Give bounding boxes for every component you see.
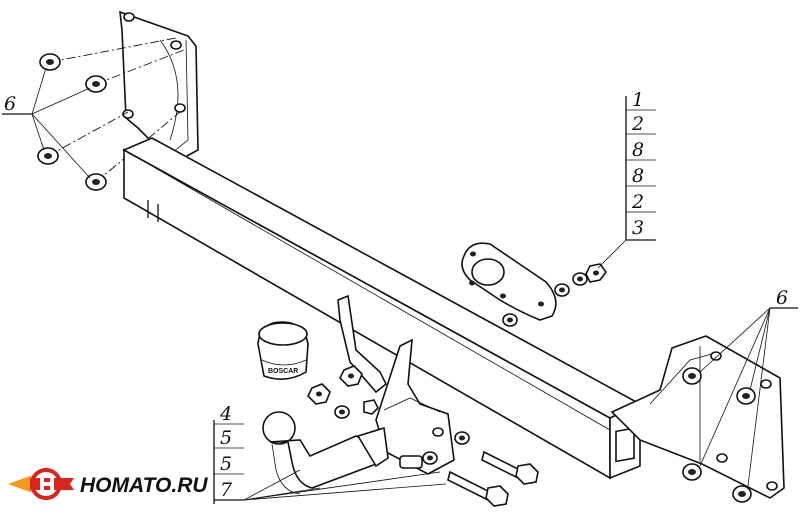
callout-6-right: 6 — [699, 287, 798, 487]
tow-ball-cover: BOSCAR — [257, 321, 309, 380]
svg-text:8: 8 — [632, 139, 644, 161]
callout-stack-bottom-left: 4 5 5 7 — [213, 403, 447, 504]
washer-right-1 — [682, 367, 702, 385]
hitch-bracket — [337, 294, 455, 475]
logo-emblem-icon — [8, 468, 74, 500]
svg-text:3: 3 — [632, 217, 644, 239]
left-washers — [37, 53, 107, 191]
bolt-2 — [447, 470, 509, 507]
callout-item-1: 1 — [626, 89, 656, 111]
right-mounting-bracket — [610, 335, 785, 499]
callout-label: 6 — [776, 287, 788, 309]
svg-text:5: 5 — [220, 427, 232, 449]
bolts — [447, 450, 539, 507]
bolt-1 — [481, 450, 539, 485]
callout-item-3: 8 — [626, 139, 656, 161]
main-cross-tube — [122, 137, 642, 480]
nut-hitch-1 — [307, 383, 331, 405]
nut-hitch-3 — [363, 399, 379, 415]
logo-text: HOMATO.RU — [80, 474, 208, 497]
svg-text:8: 8 — [632, 165, 644, 187]
callout-item-2: 2 — [626, 113, 656, 135]
svg-text:2: 2 — [631, 113, 644, 135]
tow-ball-arm — [262, 411, 389, 495]
callout-item-6: 3 — [626, 217, 656, 241]
callout-item-5b: 5 — [214, 453, 244, 475]
washer-right-2 — [736, 387, 756, 405]
svg-text:5: 5 — [220, 453, 232, 475]
callout-item-4: 4 — [214, 403, 244, 425]
plate-hardware — [502, 263, 607, 327]
homato-logo: HOMATO.RU — [8, 468, 208, 500]
washer-left-1 — [39, 53, 61, 71]
washer-left-3 — [37, 147, 59, 165]
washer-plate — [502, 313, 518, 327]
cover-label: BOSCAR — [268, 368, 298, 375]
callout-6-left: 6 — [2, 67, 91, 179]
right-washers — [682, 367, 756, 503]
nut-1 — [585, 263, 607, 283]
hitch-hardware — [307, 365, 470, 465]
washer-1 — [554, 283, 570, 297]
svg-text:7: 7 — [220, 479, 233, 501]
washer-hitch-1 — [334, 405, 350, 419]
callout-item-4: 8 — [626, 165, 656, 187]
callout-item-5: 2 — [626, 191, 656, 213]
washer-left-2 — [85, 75, 107, 93]
svg-text:2: 2 — [631, 191, 644, 213]
washer-right-4 — [732, 485, 752, 503]
callout-label: 6 — [4, 93, 16, 115]
callout-item-5a: 5 — [214, 427, 244, 449]
svg-text:1: 1 — [632, 89, 644, 111]
washer-left-4 — [85, 173, 107, 191]
callout-item-7: 7 — [214, 479, 244, 501]
svg-text:4: 4 — [219, 403, 232, 425]
nut-hitch-2 — [339, 365, 363, 387]
washer-hitch-3 — [422, 451, 438, 465]
callout-stack-right: 1 2 8 8 2 3 — [597, 89, 656, 269]
washer-2 — [572, 272, 588, 286]
socket-mounting-plate — [461, 242, 557, 321]
washer-hitch-2 — [454, 431, 470, 445]
washer-right-3 — [682, 463, 702, 481]
left-mounting-bracket — [119, 10, 199, 166]
